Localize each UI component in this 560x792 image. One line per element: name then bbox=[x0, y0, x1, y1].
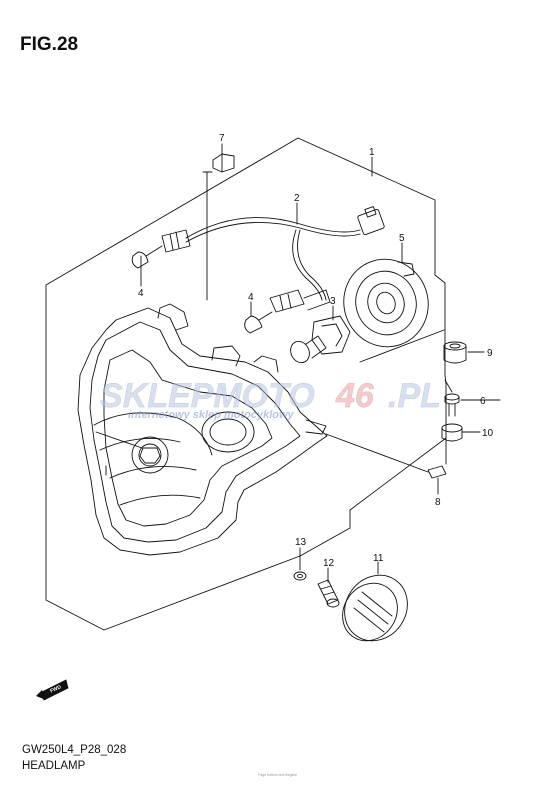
headlight-bulb bbox=[290, 315, 351, 364]
adjuster-cap-11 bbox=[342, 574, 408, 642]
callout-3: 3 bbox=[330, 296, 336, 307]
callout-9: 9 bbox=[487, 348, 493, 359]
screw-6 bbox=[444, 393, 460, 417]
callout-10: 10 bbox=[482, 428, 494, 439]
callout-6: 6 bbox=[480, 396, 486, 407]
wedge-bulb-upper bbox=[131, 245, 163, 269]
callout-2: 2 bbox=[294, 193, 300, 204]
fwd-label: FWD bbox=[49, 684, 62, 694]
figure-title: FIG.28 bbox=[20, 34, 79, 55]
callout-4-upper: 4 bbox=[138, 288, 144, 299]
adjuster-screw-12 bbox=[317, 579, 340, 608]
watermark-brand-number: 46 bbox=[335, 377, 375, 415]
watermark-tagline: internetowy sklep motocyklowy bbox=[128, 409, 295, 421]
fwd-arrow-icon: FWD bbox=[36, 679, 69, 701]
grommet-10 bbox=[441, 423, 463, 442]
figure-name: HEADLAMP bbox=[22, 760, 86, 772]
watermark-brand-tld: .PL bbox=[388, 377, 441, 415]
clip-8 bbox=[427, 465, 447, 479]
callout-5: 5 bbox=[399, 233, 405, 244]
callout-11: 11 bbox=[373, 553, 384, 564]
callout-13: 13 bbox=[295, 537, 307, 548]
assembly-outline bbox=[45, 137, 447, 631]
model-code: GW250L4_P28_028 bbox=[22, 744, 127, 756]
callout-7: 7 bbox=[219, 133, 225, 144]
callout-1: 1 bbox=[369, 147, 375, 158]
watermark: SKLEPMOTO 46 .PL internetowy sklep motoc… bbox=[100, 377, 441, 421]
bulb-cover bbox=[343, 258, 429, 348]
fine-print: Page bottom text illegible bbox=[258, 773, 298, 777]
wedge-bulb-lower bbox=[244, 311, 273, 334]
watermark-brand-main: SKLEPMOTO bbox=[100, 377, 315, 415]
wire-harness bbox=[161, 206, 385, 313]
callout-8: 8 bbox=[435, 497, 441, 508]
callout-12: 12 bbox=[323, 558, 335, 569]
headlamp-housing bbox=[77, 303, 328, 556]
callout-4-lower: 4 bbox=[248, 292, 254, 303]
washer-13 bbox=[293, 571, 307, 581]
grommet-9 bbox=[443, 341, 467, 364]
clip-nut bbox=[212, 153, 235, 173]
